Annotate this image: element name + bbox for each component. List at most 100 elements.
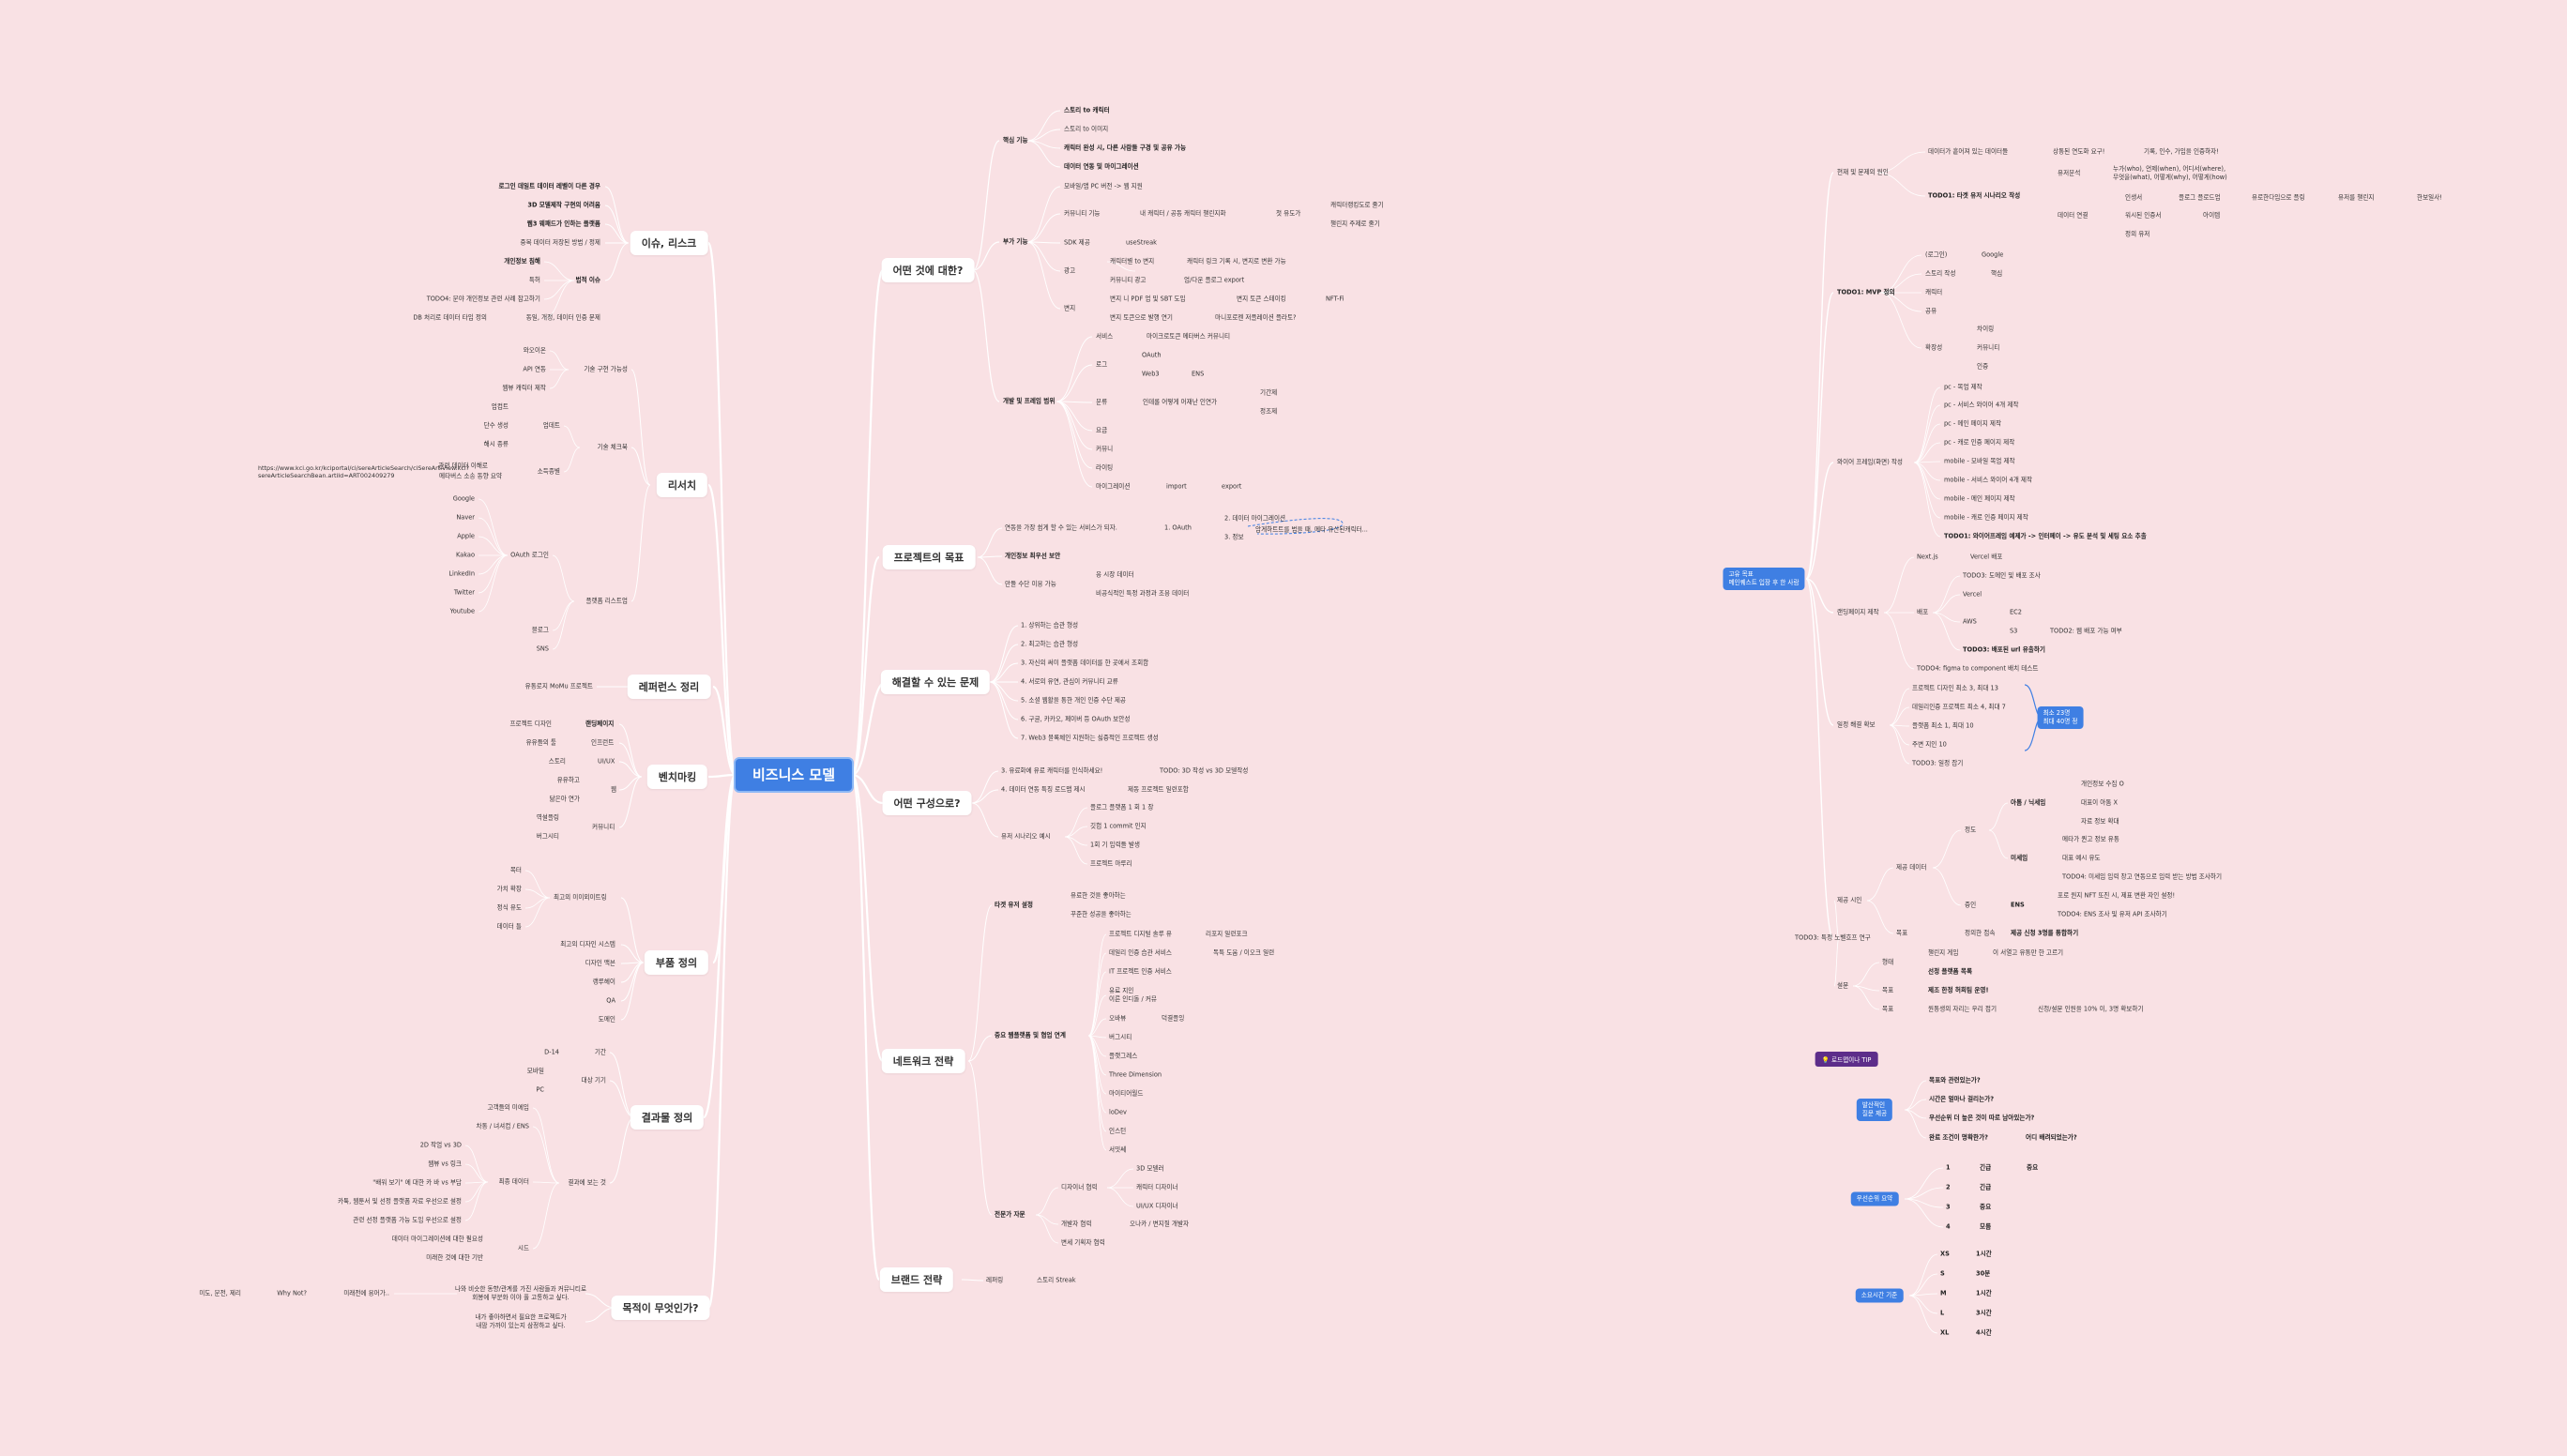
side-blog[interactable]: 플로그 플로드업 [2179, 193, 2221, 202]
bench-web-1[interactable]: 유유하고 [556, 776, 580, 784]
parts-landing[interactable]: 랭루헤이 [592, 978, 615, 986]
size-s-v[interactable]: 30분 [1976, 1269, 1991, 1278]
purpose-community[interactable]: 나와 비슷한 동향/관계를 가진 사람들과 커뮤니티로 회봉에 부분화 이야 풀… [454, 1285, 587, 1301]
research-lawsuit-meta[interactable]: 메타버스 소송 동향 요약 [439, 472, 502, 480]
research-tech-3[interactable]: 웹뷰 캐릭터 제작 [502, 384, 546, 392]
wf-7[interactable]: mobile - 메인 페이지 제작 [1944, 494, 2015, 503]
landing-vercel-deploy[interactable]: Vercel 배포 [1970, 553, 2003, 561]
output-final-5[interactable]: 관련 선정 플랫폼 가능 도입 우선으로 설정 [353, 1216, 462, 1224]
issue-2[interactable]: 3D 모델제작 구현의 어려움 [527, 201, 600, 209]
question-4[interactable]: 완료 조건이 명확한가? [1929, 1133, 1989, 1142]
output-mobile[interactable]: 모바일 [526, 1067, 544, 1075]
parts-min-4[interactable]: 데이터 틀 [496, 922, 522, 931]
node-goal-easy[interactable]: 연동을 가장 쉽게 할 수 있는 서비스가 되자. [1005, 523, 1117, 532]
node-dev-scope[interactable]: 개발 및 프레임 범위 [1003, 397, 1056, 405]
node-deflation[interactable]: 마니포로젠 저플레이션 플라토? [1215, 313, 1297, 322]
side-scattered[interactable]: 데이터가 흩어져 있는 데이터들 [1928, 147, 2009, 156]
size-xl-v[interactable]: 4시간 [1976, 1328, 1992, 1337]
brand-streak[interactable]: 스토리 Streak [1037, 1276, 1076, 1284]
node-rank-stem[interactable]: 캐릭터랭킹도로 줄기 [1330, 201, 1384, 209]
net-platform-7[interactable]: 플랫그레스 [1109, 1052, 1138, 1060]
size-s[interactable]: S [1940, 1269, 1945, 1278]
node-sdk[interactable]: SDK 제공 [1064, 238, 1090, 247]
side-unify-sub[interactable]: 기록, 인수, 가입을 인증하자! [2144, 147, 2219, 156]
node-story-to-image[interactable]: 스토리 to 이미지 [1064, 125, 1109, 133]
compose-scenario-2[interactable]: 깃헙 1 commit 인지 [1090, 822, 1147, 830]
side-cause[interactable]: 현재 및 문제의 원인 [1837, 168, 1889, 176]
net-platform-1a[interactable]: 리포지 일련포크 [1206, 930, 1248, 938]
branch-reference[interactable]: 레퍼런스 정리 [627, 675, 711, 699]
node-extra-feature[interactable]: 부가 기능 [1003, 237, 1028, 246]
issue-legal[interactable]: 법적 이슈 [575, 276, 600, 284]
wf-6[interactable]: mobile - 서비스 와이어 4개 제작 [1944, 476, 2033, 484]
size-xs-v[interactable]: 1시간 [1976, 1250, 1992, 1258]
res-goal[interactable]: 목표 [1896, 929, 1908, 937]
bench-design[interactable]: 프로젝트 디자인 [509, 720, 552, 728]
landing-s3[interactable]: S3 [2010, 627, 2018, 635]
question-2[interactable]: 시간은 얼마나 걸리는가? [1929, 1095, 1995, 1103]
node-goal-oauth[interactable]: 1. OAuth [1164, 523, 1192, 532]
question-1[interactable]: 목표와 관련있는가? [1929, 1076, 1981, 1084]
landing-deploy[interactable]: 배포 [1917, 608, 1929, 616]
oauth-naver[interactable]: Naver [456, 513, 475, 522]
survey-platform[interactable]: 선정 플랫폼 목록 [1928, 967, 1973, 976]
branch-brand[interactable]: 브랜드 전략 [879, 1267, 954, 1292]
net-platform-10[interactable]: loDev [1109, 1108, 1127, 1116]
net-expert[interactable]: 전문가 자문 [995, 1210, 1025, 1219]
res-survey[interactable]: 설문 [1837, 981, 1849, 990]
priority-1-b[interactable]: 중요 [2027, 1163, 2039, 1172]
parts-domain[interactable]: 도메인 [598, 1015, 615, 1024]
node-oauth[interactable]: OAuth [1142, 351, 1162, 359]
side-wireframe[interactable]: 와이어 프레임(화면) 작성 [1837, 458, 1903, 466]
wf-8[interactable]: mobile - 캐로 인증 페이지 제작 [1944, 513, 2028, 522]
landing-url[interactable]: TODO3: 배포된 url 유출하기 [1963, 645, 2045, 654]
output-period[interactable]: 기간 [594, 1048, 606, 1056]
node-badge[interactable]: 변지 [1064, 304, 1076, 312]
res-ens-1[interactable]: 포로 원지 NFT 또진 시, 제표 변환 자인 설정! [2058, 891, 2176, 900]
parts-min-2[interactable]: 가치 확장 [496, 885, 522, 893]
size-xs[interactable]: XS [1940, 1250, 1950, 1258]
net-platform-8[interactable]: Three Dimension [1109, 1070, 1162, 1079]
survey-game-sub[interactable]: 이 서열고 유통만 한 고르기 [1993, 948, 2064, 957]
node-challenge-stem[interactable]: 챌린지 주제로 줄기 [1330, 220, 1380, 228]
purpose-whynot-sub[interactable]: 미도, 분전, 제리 [199, 1289, 241, 1297]
node-mobile-pc[interactable]: 모바일/앱 PC 버전 -> 웹 지원 [1064, 182, 1143, 190]
side-expand[interactable]: 확장성 [1925, 343, 1943, 352]
priority-1-a[interactable]: 긴급 [1980, 1163, 1992, 1172]
priority-4-a[interactable]: 모름 [1980, 1222, 1992, 1231]
priority-2-a[interactable]: 긴급 [1980, 1183, 1992, 1191]
landing-s3-todo[interactable]: TODO2: 웹 배포 가능 여부 [2050, 627, 2122, 635]
res-proof[interactable]: 증인 [1965, 901, 1977, 909]
research-lawsuit[interactable]: 소득종별 [537, 467, 560, 476]
net-developer-sub[interactable]: 오나카 / 변지질 개발자 [1130, 1220, 1190, 1228]
res-name[interactable]: 아톰 / 닉세임 [2011, 798, 2046, 807]
side-center[interactable]: 고유 목표 메인퀘스트 입장 후 한 사람 [1723, 568, 1805, 590]
net-platform-9[interactable]: 마이티어월드 [1109, 1089, 1144, 1098]
parts-min-1[interactable]: 목터 [509, 866, 522, 874]
side-user-analysis[interactable]: 유저분석 [2058, 169, 2081, 177]
node-fixed[interactable]: 정조제 [1260, 407, 1278, 416]
node-nftfi[interactable]: NFT-Fi [1326, 295, 1344, 303]
research-lawsuit-url[interactable]: https://www.kci.go.kr/kciportal/ci/sereA… [258, 464, 470, 479]
size-xl[interactable]: XL [1940, 1328, 1950, 1337]
branch-problems[interactable]: 해결할 수 있는 문제 [880, 670, 991, 694]
compose-3[interactable]: 3. 유료화에 유료 캐릭터를 인식하세요! [1001, 766, 1103, 775]
res-name-1[interactable]: 개인정보 수집 O [2081, 780, 2124, 788]
side-google[interactable]: Google [1982, 250, 2004, 259]
wf-3[interactable]: pc - 메인 페이지 제작 [1944, 419, 2002, 428]
node-ads-char[interactable]: 캐릭터별 to 변지 [1110, 257, 1155, 265]
branch-issues[interactable]: 이슈, 리스크 [630, 231, 708, 255]
problem-4[interactable]: 4. 서로의 유연, 관심이 커뮤니티 교류 [1021, 677, 1118, 686]
issue-legal-db-sub[interactable]: 동일, 개정, 데이터 인증 문제 [525, 313, 600, 322]
side-mvp[interactable]: TODO1: MVP 정의 [1837, 288, 1895, 296]
node-badge-delay[interactable]: 변지 토큰으로 발행 연기 [1110, 313, 1173, 322]
side-core[interactable]: 핵심 [1991, 269, 2003, 278]
output-final-2[interactable]: 웹뷰 vs 링크 [428, 1160, 462, 1168]
output-customer[interactable]: 고객들의 미에입 [487, 1103, 529, 1112]
compose-scenario[interactable]: 유저 시나리오 예시 [1001, 832, 1051, 841]
output-see[interactable]: 결과에 보는 것 [568, 1178, 606, 1187]
bench-tools[interactable]: 유유들의 툴 [525, 738, 556, 747]
branch-research[interactable]: 리서치 [656, 473, 708, 497]
net-platform-12[interactable]: 서밋쎄 [1109, 1145, 1127, 1154]
side-expand-1[interactable]: 차이링 [1977, 325, 1995, 333]
